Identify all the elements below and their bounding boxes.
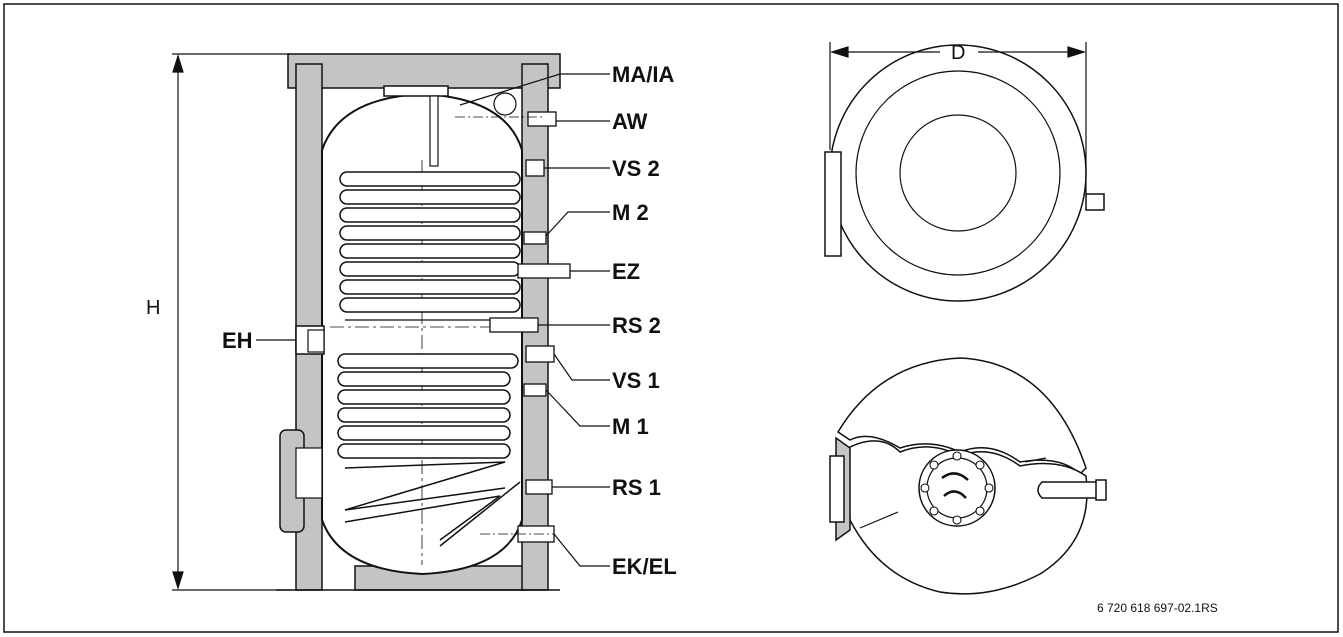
figure-frame: [3, 3, 1339, 633]
label-m1: M 1: [612, 414, 649, 439]
label-ez: EZ: [612, 259, 640, 284]
label-eh: EH: [222, 328, 253, 353]
section-view: [829, 357, 1107, 595]
label-rs1: RS 1: [612, 475, 661, 500]
reference-number: 6 720 618 697-02.1RS: [1097, 601, 1218, 615]
label-vs1: VS 1: [612, 368, 660, 393]
top-view: [824, 44, 1105, 302]
label-aw: AW: [612, 109, 648, 134]
label-height: H: [146, 297, 160, 319]
label-ma-ia: MA/IA: [612, 62, 674, 87]
label-m2: M 2: [612, 200, 649, 225]
label-vs2: VS 2: [612, 156, 660, 181]
label-diameter: D: [951, 42, 965, 64]
anode: [383, 85, 449, 97]
leader-lines: [256, 73, 610, 567]
diameter-dimension: [829, 42, 1087, 196]
lower-coil: [337, 353, 519, 459]
upper-coil: [339, 171, 521, 313]
tank-lid: [287, 53, 561, 89]
height-dimension: [172, 53, 290, 591]
side-view: [172, 53, 610, 591]
label-rs2: RS 2: [612, 313, 661, 338]
label-ek-el: EK/EL: [612, 554, 677, 579]
lower-coil-diagonal: [344, 461, 521, 547]
